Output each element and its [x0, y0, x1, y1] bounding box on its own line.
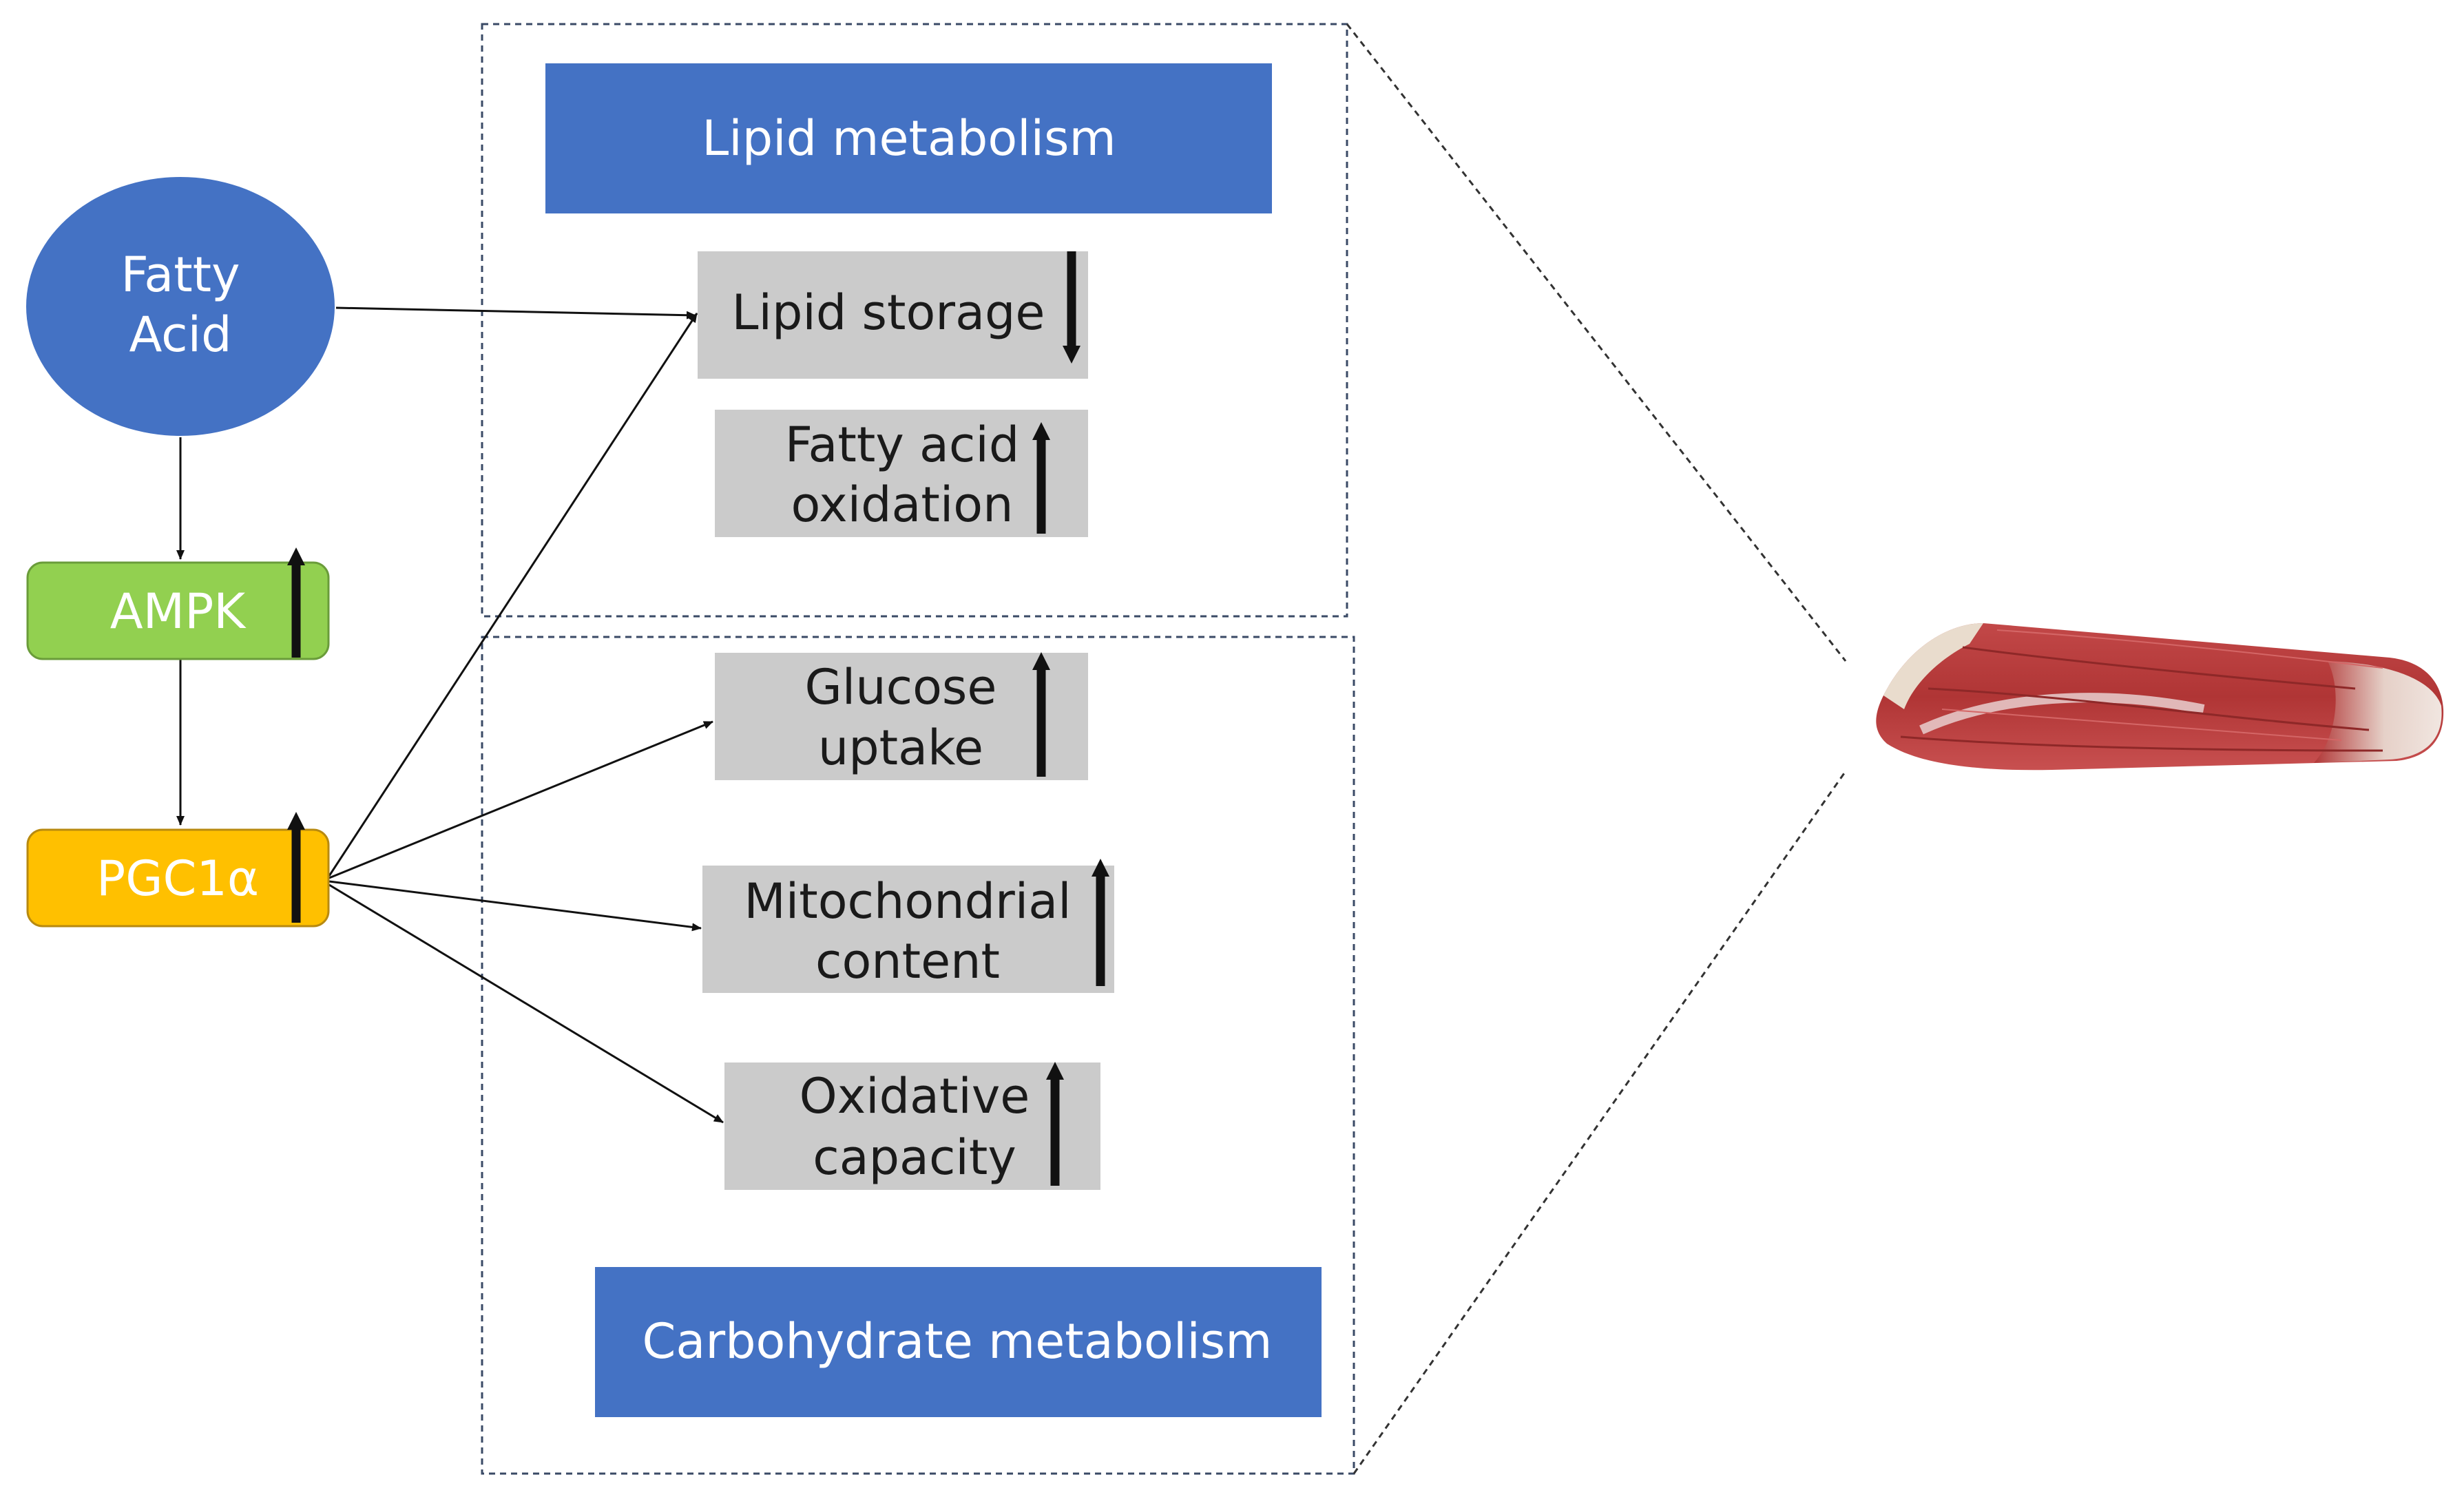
oxidative-capacity-line1: Oxidative: [800, 1068, 1030, 1124]
zoom-line-bottom: [1353, 771, 1847, 1474]
fatty-acid-oxidation-line2: oxidation: [791, 477, 1014, 533]
lipid-metabolism-header: Lipid metabolism: [545, 63, 1272, 213]
ampk-node: AMPK: [26, 547, 330, 660]
glucose-uptake-box: Glucose uptake: [715, 652, 1088, 780]
carbohydrate-metabolism-header: Carbohydrate metabolism: [595, 1267, 1322, 1417]
glucose-uptake-line1: Glucose: [805, 659, 997, 715]
mitochondrial-content-line1: Mitochondrial: [744, 873, 1071, 930]
arrow-fattyacid-to-lipidstorage: [335, 306, 696, 320]
fatty-acid-label-line1: Fatty: [121, 247, 240, 303]
arrow-pgc1a-to-mitochondrial: [328, 880, 702, 932]
lipid-storage-label: Lipid storage: [732, 284, 1045, 341]
fatty-acid-node: Fatty Acid: [26, 177, 335, 436]
mitochondrial-content-box: Mitochondrial content: [702, 859, 1114, 993]
pgc1a-label: PGC1α: [96, 850, 259, 907]
fatty-acid-oxidation-box: Fatty acid oxidation: [715, 410, 1088, 537]
zoom-line-top: [1346, 23, 1847, 662]
glucose-uptake-line2: uptake: [818, 720, 983, 776]
mitochondrial-content-line2: content: [815, 933, 1000, 990]
oxidative-capacity-line2: capacity: [813, 1129, 1016, 1186]
fatty-acid-oxidation-line1: Fatty acid: [785, 417, 1020, 473]
muscle-illustration-icon: [1876, 623, 2444, 771]
arrow-pgc1a-to-lipidstorage: [328, 313, 698, 877]
carb-panel-border: [481, 636, 1355, 1475]
lipid-storage-box: Lipid storage: [698, 251, 1088, 379]
lipid-panel-border: [481, 23, 1348, 618]
arrow-pgc1a-to-oxidative: [328, 883, 724, 1124]
pgc1a-node: PGC1α: [26, 812, 330, 928]
lipid-metabolism-title: Lipid metabolism: [702, 110, 1116, 167]
carbohydrate-metabolism-title: Carbohydrate metabolism: [643, 1313, 1273, 1370]
ampk-label: AMPK: [110, 583, 247, 640]
fatty-acid-label-line2: Acid: [129, 306, 231, 363]
arrow-pgc1a-to-glucose: [328, 720, 713, 879]
oxidative-capacity-box: Oxidative capacity: [724, 1062, 1100, 1190]
